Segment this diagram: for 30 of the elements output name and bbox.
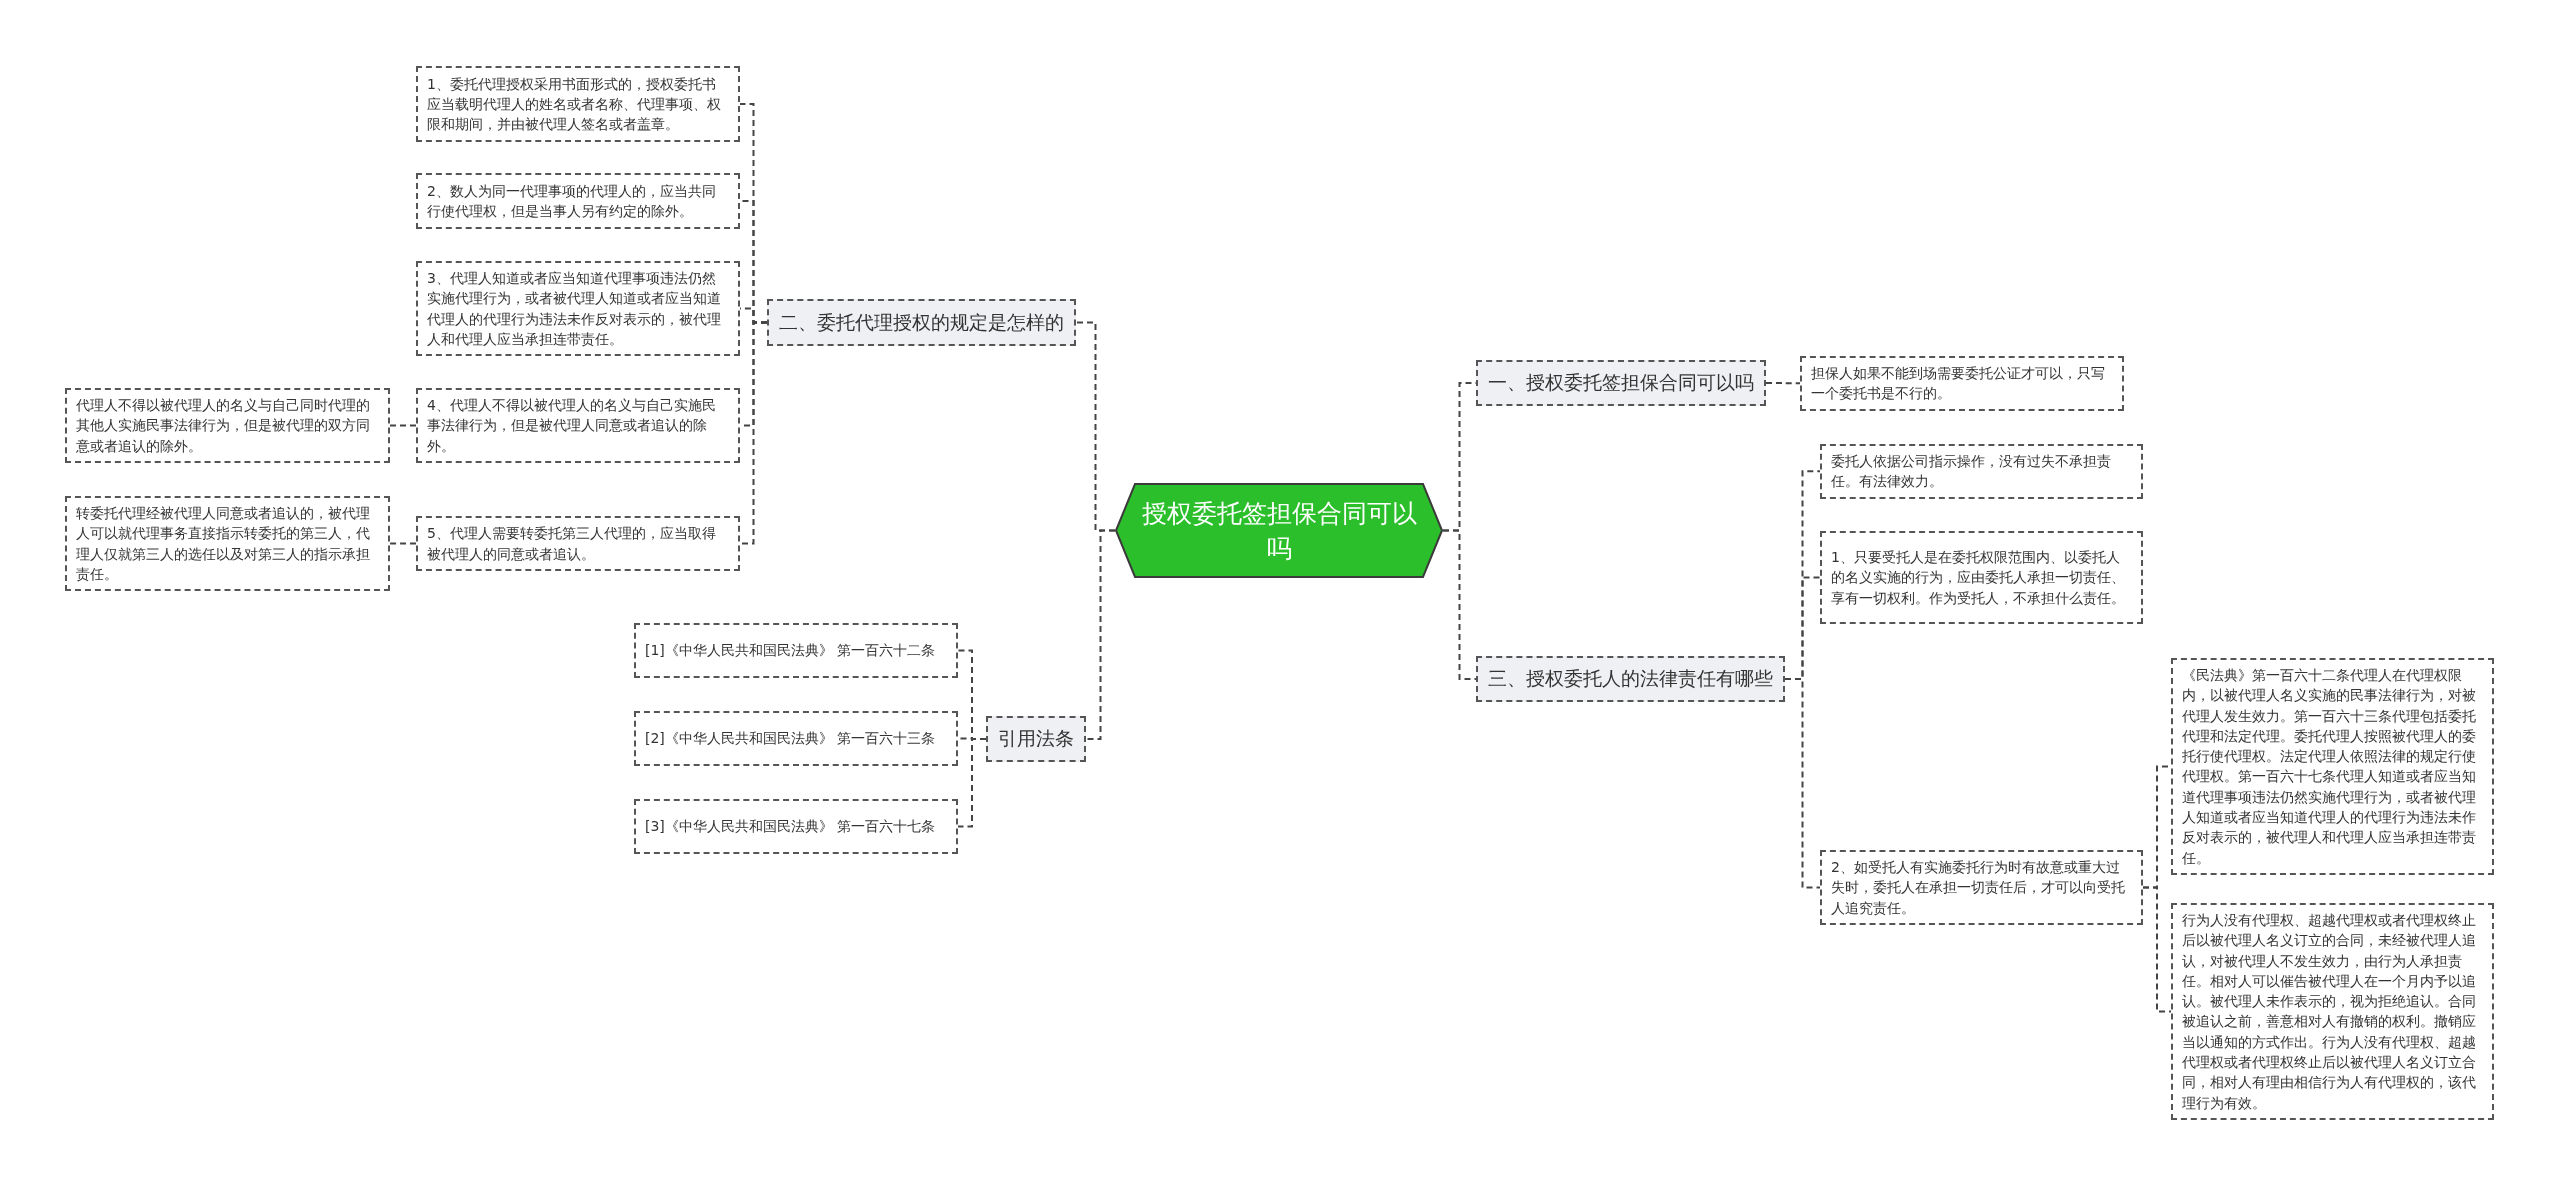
connector-line bbox=[1765, 382, 1801, 385]
topic-box: 1、委托代理授权采用书面形式的，授权委托书应当载明代理人的姓名或者名称、代理事项、权限和期间，并由被代理人签名或者盖章。 bbox=[416, 66, 740, 142]
topic-box: 4、代理人不得以被代理人的名义与自己实施民事法律行为，但是被代理人同意或者追认的除外。 bbox=[416, 388, 740, 463]
topic-box: 代理人不得以被代理人的名义与自己同时代理的其他人实施民事法律行为，但是被代理的双方同意或者追认的除外。 bbox=[65, 388, 390, 463]
connector-line bbox=[389, 424, 417, 427]
topic-box: 《民法典》第一百六十二条代理人在代理权限内，以被代理人名义实施的民事法律行为，对被代理人发生效力。第一百六十三条代理包括委托代理和法定代理。委托代理人按照被代理人的委托行使代理权。法定代理人依照法律的规定行使代理权。第一百六十七条代理人知道或者应当知道代理事项违法仍然实施代理行为，或者被代理人知道或者应当知道代理人的代理行为违法未作反对表示的，被代理人和代理人应当承担连带责任。 bbox=[2171, 658, 2494, 875]
topic-box: 行为人没有代理权、超越代理权或者代理权终止后以被代理人名义订立的合同，未经被代理人追认，对被代理人不发生效力，由行为人承担责任。相对人可以催告被代理人在一个月内予以追认。被代理人未作表示的，视为拒绝追认。合同被追认之前，善意相对人有撤销的权利。撤销应当以通知的方式作出。行为人没有代理权、超越代理权或者代理权终止后以被代理人名义订立合同，相对人有理由相信行为人有代理权的，该代理行为有效。 bbox=[2171, 903, 2494, 1120]
branch-topic-box: 一、授权委托签担保合同可以吗 bbox=[1476, 360, 1766, 406]
branch-topic-box: 引用法条 bbox=[986, 716, 1086, 762]
root-topic-hexagon: 授权委托签担保合同可以吗 bbox=[1115, 483, 1443, 578]
connector-line bbox=[1784, 678, 1821, 889]
topic-box: 5、代理人需要转委托第三人代理的，应当取得被代理人的同意或者追认。 bbox=[416, 516, 740, 571]
branch-topic-box: 二、委托代理授权的规定是怎样的 bbox=[767, 299, 1076, 346]
connector-line bbox=[739, 321, 768, 545]
topic-box: [2]《中华人民共和国民法典》 第一百六十三条 bbox=[634, 711, 958, 766]
topic-box: 1、只要受托人是在委托权限范围内、以委托人的名义实施的行为，应由委托人承担一切责任、享有一切权利。作为受托人，不承担什么责任。 bbox=[1820, 531, 2143, 624]
branch-topic-box: 三、授权委托人的法律责任有哪些 bbox=[1476, 656, 1785, 702]
connector-line bbox=[2142, 886, 2172, 1013]
topic-box: [1]《中华人民共和国民法典》 第一百六十二条 bbox=[634, 623, 958, 678]
topic-box: 转委托代理经被代理人同意或者追认的，被代理人可以就代理事务直接指示转委托的第三人，代理人仅就第三人的选任以及对第三人的指示承担责任。 bbox=[65, 496, 390, 592]
connector-line bbox=[1085, 529, 1116, 740]
connector-line bbox=[389, 542, 417, 545]
topic-box: 3、代理人知道或者应当知道代理事项违法仍然实施代理行为，或者被代理人知道或者应当知道代理人的代理行为违法未作反对表示的，被代理人和代理人应当承担连带责任。 bbox=[416, 261, 740, 357]
connector-line bbox=[1442, 529, 1477, 680]
connector-line bbox=[957, 738, 987, 828]
topic-box: 2、如受托人有实施委托行为时有故意或重大过失时，委托人在承担一切责任后，才可以向受托人追究责任。 bbox=[1820, 850, 2143, 925]
topic-box: [3]《中华人民共和国民法典》 第一百六十七条 bbox=[634, 799, 958, 854]
topic-box: 2、数人为同一代理事项的代理人的，应当共同行使代理权，但是当事人另有约定的除外。 bbox=[416, 173, 740, 229]
topic-box: 委托人依据公司指示操作，没有过失不承担责任。有法律效力。 bbox=[1820, 444, 2143, 499]
topic-box: 担保人如果不能到场需要委托公证才可以，只写一个委托书是不行的。 bbox=[1800, 356, 2124, 411]
